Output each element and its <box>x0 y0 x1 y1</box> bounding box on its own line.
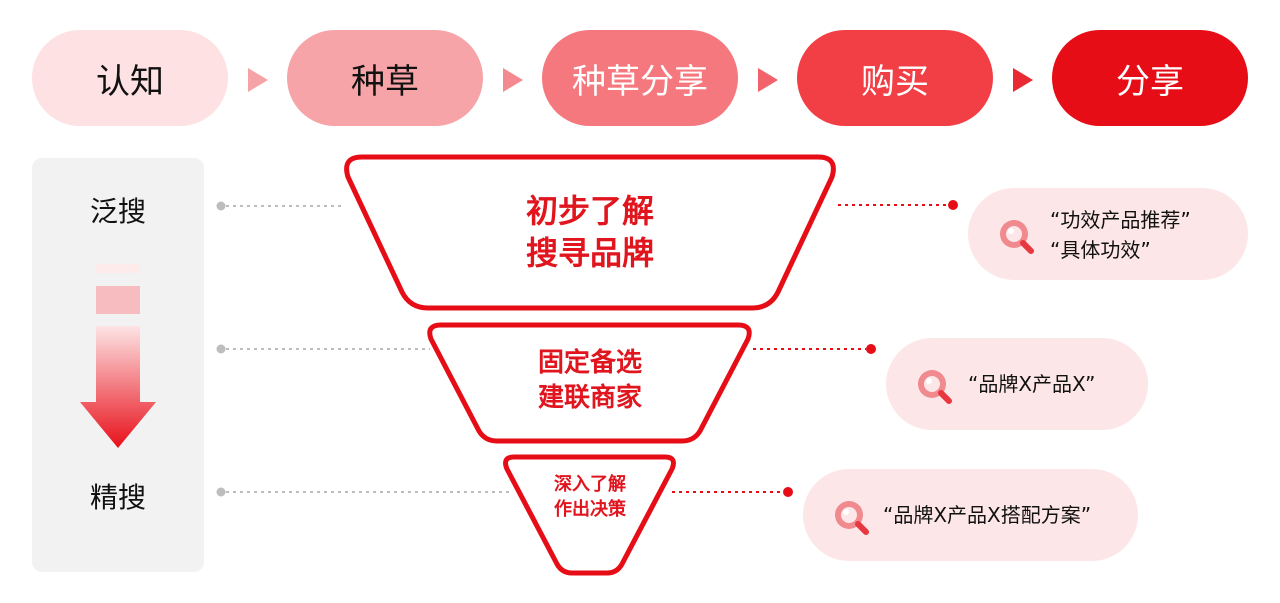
funnel-line: 建联商家 <box>537 383 642 413</box>
search-icon <box>918 370 952 404</box>
search-icon <box>835 501 869 535</box>
query-card-middle: “品牌X产品X” <box>886 338 1148 430</box>
funnel-line: 深入了解 <box>554 474 626 495</box>
funnel-segment-bottom <box>503 454 676 576</box>
left-connectors <box>216 201 510 497</box>
query-text: “品牌X产品X搭配方案” <box>883 500 1091 530</box>
stage-pill-share: 分享 <box>1052 30 1248 126</box>
stage-label: 认知 <box>96 61 164 102</box>
stage-pill-seeding-share: 种草分享 <box>542 30 738 126</box>
stage-arrow-icon <box>1013 68 1033 92</box>
funnel-segment-middle <box>427 322 752 444</box>
right-connectors <box>672 200 958 497</box>
search-direction-arrow-icon <box>80 264 156 448</box>
funnel-line: 作出决策 <box>554 499 626 520</box>
stage-pill-seeding: 种草 <box>287 30 483 126</box>
stage-label: 种草分享 <box>572 61 708 102</box>
broad-search-label: 泛搜 <box>89 195 146 228</box>
search-icon <box>1000 220 1034 254</box>
query-line: “具体功效” <box>1050 238 1151 262</box>
stage-label: 分享 <box>1116 61 1184 102</box>
funnel-text-middle: 固定备选 建联商家 <box>440 346 740 416</box>
stage-arrow-icon <box>503 68 523 92</box>
funnel-text-top: 初步了解 搜寻品牌 <box>390 190 790 274</box>
funnel-text-bottom: 深入了解 作出决策 <box>515 472 665 522</box>
query-line: “功效产品推荐” <box>1050 208 1191 232</box>
query-text: “品牌X产品X” <box>968 369 1095 399</box>
stage-pill-purchase: 购买 <box>797 30 993 126</box>
query-line: “品牌X产品X” <box>968 372 1096 396</box>
stage-label: 购买 <box>861 61 929 102</box>
stage-arrow-icon <box>248 68 268 92</box>
funnel-line: 固定备选 <box>537 348 642 378</box>
stage-pill-awareness: 认知 <box>32 30 228 126</box>
stage-arrow-icon <box>758 68 778 92</box>
funnel-segment-top <box>344 154 836 311</box>
precise-search-label: 精搜 <box>89 481 146 514</box>
query-card-bottom: “品牌X产品X搭配方案” <box>803 469 1138 561</box>
stage-label: 种草 <box>351 61 419 102</box>
query-line: “品牌X产品X搭配方案” <box>883 503 1092 527</box>
query-text: “功效产品推荐” “具体功效” <box>1050 205 1191 265</box>
funnel-line: 初步了解 <box>525 192 654 230</box>
funnel-line: 搜寻品牌 <box>525 234 654 272</box>
query-card-top: “功效产品推荐” “具体功效” <box>968 188 1248 280</box>
